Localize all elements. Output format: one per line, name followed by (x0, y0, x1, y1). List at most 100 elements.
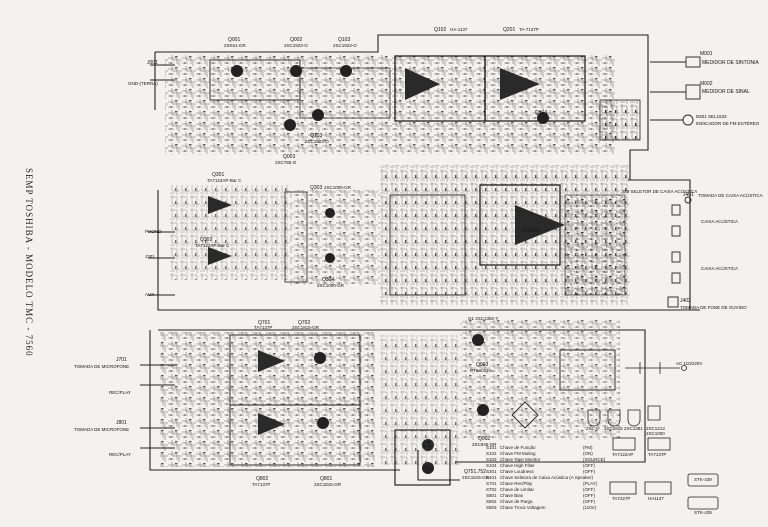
q001-ref: Q001 (228, 37, 241, 43)
q303-ref: Q303 (310, 185, 323, 191)
phones-jack-label: TOMADA DE FONE DE OUVIDO (680, 305, 747, 310)
q801-ref: Q801 (320, 476, 333, 482)
q102-ref: Q102 (434, 27, 447, 33)
stereo-indicator-label: INDICADOR DE FM ESTÉREO (696, 121, 760, 126)
tuner-section (165, 55, 641, 155)
j801-label: J801 (116, 420, 127, 426)
j401-label: J401 (683, 192, 694, 198)
package-label-2: 2SC1815 (604, 426, 623, 431)
q701-ref: Q701 (258, 320, 271, 326)
speaker-box-2-label: CAIXA ACÚSTICA (701, 266, 739, 271)
legend-desc: Chave Tape Monitor (500, 457, 541, 462)
q002-type: 2SC1923-O (284, 43, 308, 48)
ic-label-1: TA7122AP (612, 452, 634, 457)
ic-label-3: TA7227P (612, 496, 631, 501)
phono-label: PHONO (145, 229, 162, 234)
q902-ref: Q902 (478, 436, 491, 442)
legend-desc: Chave de Limitar (500, 487, 535, 492)
ic-label-5: STK-439 (694, 477, 712, 482)
recplay-2-label: REC/PLAY (109, 452, 131, 457)
j301-label: J301 (145, 254, 155, 259)
q902-type: 2SC945-GR (472, 442, 497, 447)
ic-label-4: HA1137 (648, 496, 664, 501)
q103b-type: 2SC1923-O (305, 139, 329, 144)
package-drawings (587, 405, 719, 510)
q1-label: Q1 2SC1382-Y (468, 316, 499, 321)
legend-state: (OFF) (583, 499, 595, 504)
legend-desc: Chave High Filter (500, 463, 535, 468)
supply-section (460, 320, 687, 440)
ic-label-2: TA7137P (648, 452, 667, 457)
d501-label: D501 SEL1533 (696, 114, 727, 119)
legend-ref: S102 (486, 451, 497, 456)
legend-state: (FM) (583, 445, 593, 450)
tuning-meter-label: MEDIDOR DE SINTONIA (702, 60, 759, 66)
q903-type: PT6A012A (470, 368, 492, 373)
q201-ref: Q201 (503, 27, 516, 33)
q303-type: 2SC1000-GR (324, 185, 352, 190)
legend-desc: Chave Rec/Play (500, 481, 533, 486)
ic-label-6: STK-439 (694, 510, 712, 515)
q702-type: 2SC1815-GR (292, 325, 320, 330)
q302-ref: Q302 (200, 237, 213, 243)
j001-label: J001 (147, 60, 158, 66)
speaker-output (667, 196, 692, 308)
q802-ref: Q802 (256, 476, 269, 482)
signal-meter-label: MEDIDOR DE SINAL (702, 89, 750, 95)
legend-state: (OFF) (583, 463, 595, 468)
q302-type: TA7122AP-Bar C (195, 243, 230, 248)
legend-state: (OFF) (583, 487, 595, 492)
package-label-5: 2SC1000 (646, 431, 665, 436)
meter-symbols (650, 56, 701, 126)
q751-ref: Q751,752 (464, 469, 486, 475)
input-jack-lines (140, 64, 175, 449)
legend-desc: Chave Loudness (500, 469, 534, 474)
aux-label: AUX (145, 292, 155, 297)
q701-type: TA7137P (254, 325, 273, 330)
q304-type: 2SC1000-GR (317, 283, 345, 288)
package-label-1: 2SC-0 (586, 426, 599, 431)
mic-1-label: TOMADA DE MICROFONE (74, 364, 130, 369)
q003-ref: Q003 (283, 154, 296, 160)
legend-state: (110V) (583, 505, 597, 510)
m001-label: M001 (700, 51, 713, 57)
legend-ref: S101 (486, 445, 497, 450)
q001-type: 2SK61-GR (224, 43, 246, 48)
legend-state: (OFF) (583, 493, 595, 498)
q002-ref: Q002 (290, 37, 303, 43)
legend-desc: Chave Seletora de Caixa Acústica (A Spea… (500, 475, 594, 480)
q103-ref: Q103 (338, 37, 351, 43)
legend-ref: S801 (486, 493, 497, 498)
q104-ref: Q104 (535, 110, 548, 116)
q003-type: 2SC785-O (275, 160, 297, 165)
recplay-1-label: REC/PLAY (109, 390, 131, 395)
q751-type: 2SC1815-GR (462, 475, 490, 480)
package-label-4: 2SC1213 (646, 426, 665, 431)
legend-state: (OFF) (583, 469, 595, 474)
legend-desc: Chave FM Muting (500, 451, 536, 456)
j402-label: J402 (680, 298, 691, 304)
legend-ref: S103 (486, 457, 497, 462)
q103b-ref: Q103 (310, 133, 323, 139)
q304-ref: Q304 (322, 277, 335, 283)
q801-type: 2SC1815-GR (314, 482, 342, 487)
legend-ref: S702 (486, 487, 497, 492)
legend-state: (ON) (583, 451, 593, 456)
mic-deck-section (160, 332, 460, 486)
package-label-3: 2SC1381 (624, 426, 643, 431)
q802-type: TA7137P (252, 482, 271, 487)
